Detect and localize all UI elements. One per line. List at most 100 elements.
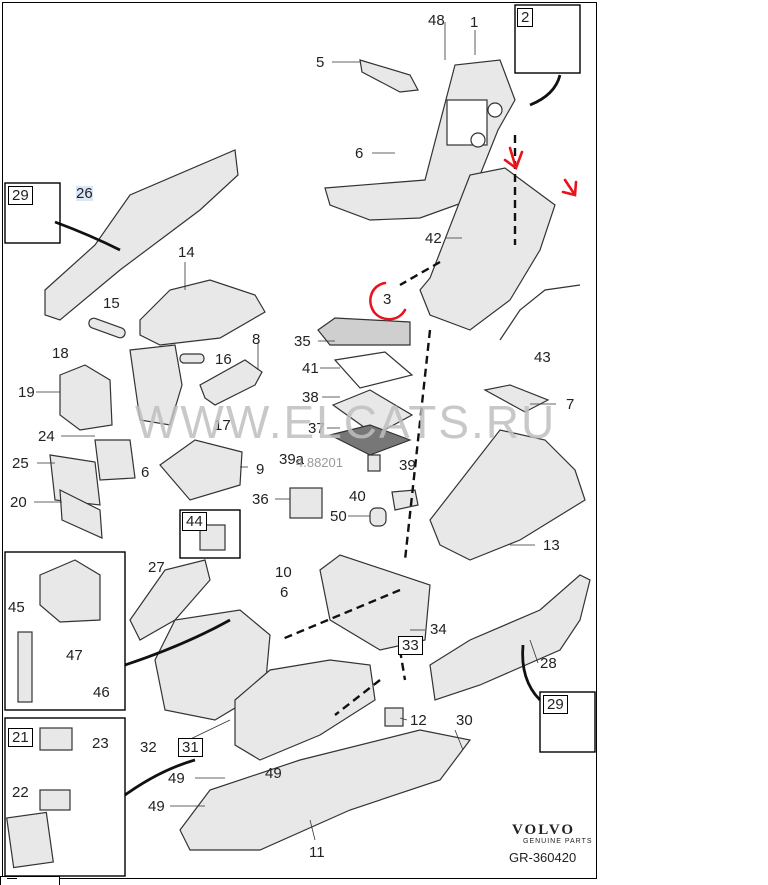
label-13: 13 — [543, 537, 560, 554]
label-26: 26 — [76, 185, 93, 202]
label-19: 19 — [18, 384, 35, 401]
part-22 — [6, 811, 54, 869]
part-14-lid — [139, 279, 266, 346]
box-label-29-bottom: 29 — [543, 695, 568, 714]
label-24: 24 — [38, 428, 55, 445]
bottom-tab[interactable] — [0, 876, 60, 885]
box-label-29-top: 29 — [8, 186, 33, 205]
label-41: 41 — [302, 360, 319, 377]
part-8 — [199, 359, 263, 406]
label-5: 5 — [316, 54, 325, 71]
part-36 — [289, 487, 323, 519]
watermark-small: 4.88201 — [296, 455, 343, 470]
part-24 — [94, 439, 136, 481]
label-42: 42 — [425, 230, 442, 247]
label-46: 46 — [93, 684, 110, 701]
box-label-33: 33 — [398, 636, 423, 655]
part-28 — [429, 574, 591, 701]
label-11: 11 — [309, 844, 325, 861]
watermark: WWW.ELCATS.RU — [135, 396, 557, 448]
label-30: 30 — [456, 712, 473, 729]
annotation-arrow-1 — [503, 146, 524, 171]
label-9: 9 — [256, 461, 265, 478]
label-10: 10 — [275, 564, 292, 581]
label-45: 45 — [8, 599, 25, 616]
label-49b: 49 — [265, 765, 282, 782]
tab-dash-icon — [7, 878, 17, 879]
part-26-panel — [44, 149, 239, 321]
annotation-arrow-2 — [561, 178, 578, 197]
part-40 — [391, 489, 419, 511]
part-47 — [17, 631, 33, 703]
label-39: 39 — [399, 457, 416, 474]
label-6c: 6 — [280, 584, 289, 601]
part-38 — [331, 389, 414, 436]
part-23 — [39, 727, 73, 751]
part-16 — [179, 353, 205, 364]
label-50: 50 — [330, 508, 347, 525]
label-23: 23 — [92, 735, 109, 752]
part-32-storage — [154, 609, 271, 721]
label-27: 27 — [148, 559, 165, 576]
label-39a: 39a — [279, 451, 305, 468]
part-39 — [367, 454, 381, 472]
label-25: 25 — [12, 455, 29, 472]
label-35: 35 — [294, 333, 311, 350]
reference-code: GR-360420 — [509, 850, 577, 865]
label-14: 14 — [178, 244, 195, 261]
box-label-21: 21 — [8, 728, 33, 747]
label-6: 6 — [355, 145, 364, 162]
part-7 — [483, 384, 550, 413]
label-37: 37 — [308, 420, 325, 437]
box-2 — [514, 4, 581, 74]
label-12: 12 — [410, 712, 427, 729]
part-5 — [359, 59, 419, 93]
brand-subtitle: GENUINE PARTS — [523, 838, 593, 845]
label-47: 47 — [66, 647, 83, 664]
box-44 — [179, 509, 241, 559]
label-28: 28 — [540, 655, 557, 672]
part-12 — [384, 707, 404, 727]
label-15: 15 — [103, 295, 120, 312]
part-20 — [59, 488, 103, 539]
label-17: 17 — [214, 417, 231, 434]
label-32: 32 — [140, 739, 157, 756]
part-37 — [328, 424, 412, 456]
box-label-44: 44 — [182, 512, 207, 531]
label-49a: 49 — [168, 770, 185, 787]
part-27 — [129, 559, 211, 641]
part-13-tray — [429, 429, 586, 561]
part-41-seal — [333, 351, 414, 389]
label-48: 48 — [428, 12, 445, 29]
label-36: 36 — [252, 491, 269, 508]
label-18: 18 — [52, 345, 69, 362]
box-29-top — [4, 182, 61, 244]
label-1: 1 — [470, 14, 479, 31]
label-7: 7 — [566, 396, 575, 413]
box-label-2: 2 — [517, 8, 534, 27]
part-43-harness — [499, 284, 581, 341]
label-43: 43 — [534, 349, 551, 366]
part-45 — [39, 559, 101, 623]
label-20: 20 — [10, 494, 27, 511]
label-49c: 49 — [148, 798, 165, 815]
box-label-31: 31 — [178, 738, 203, 757]
part-35-mat — [317, 317, 411, 346]
label-3: 3 — [383, 291, 392, 308]
part-34 — [319, 554, 431, 651]
part-hinge — [129, 344, 183, 426]
brand-logo: VOLVO — [512, 822, 576, 838]
part-15 — [88, 317, 126, 339]
part-31-panel — [234, 659, 376, 761]
label-6b: 6 — [141, 464, 150, 481]
part-console-side — [419, 167, 556, 331]
box-45-47 — [4, 551, 126, 711]
box-21-22 — [4, 717, 126, 877]
part-11-base — [179, 729, 472, 851]
label-38: 38 — [302, 389, 319, 406]
label-16: 16 — [215, 351, 232, 368]
label-22: 22 — [12, 784, 29, 801]
part-21-switch — [39, 789, 71, 811]
label-8: 8 — [252, 331, 261, 348]
